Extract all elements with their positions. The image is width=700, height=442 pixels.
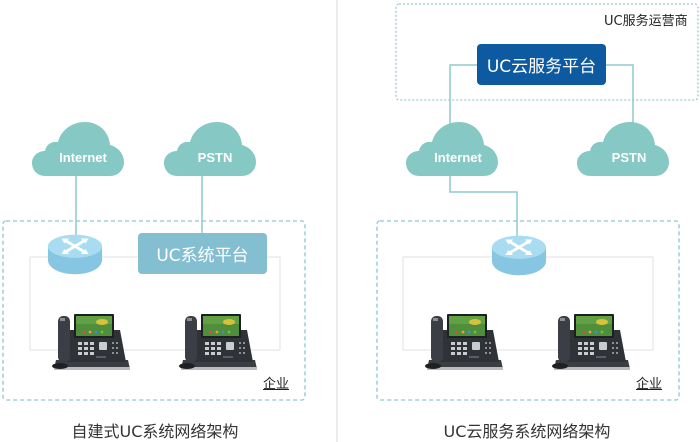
cloud-icon — [32, 122, 124, 176]
router-icon — [46, 233, 104, 276]
platform-pstn-link — [606, 64, 634, 128]
cloud-icon — [406, 122, 498, 176]
enterprise-boundary-left — [2, 220, 306, 401]
provider-label: UC服务运营商 — [604, 14, 688, 29]
cloud-label-internet-left: Internet — [59, 150, 107, 165]
router-icon — [490, 234, 548, 277]
uc-system-platform: UC系统平台 — [138, 233, 267, 274]
ip-phone-icon — [425, 314, 503, 370]
cloud-label-pstn-left: PSTN — [197, 150, 233, 165]
caption-right: UC云服务系统网络架构 — [443, 422, 611, 441]
cloud-label-pstn-right: PSTN — [611, 150, 647, 165]
uc-system-platform-label: UC系统平台 — [156, 246, 249, 266]
enterprise-label-right: 企业 — [636, 377, 663, 392]
platform-internet-link — [449, 64, 477, 128]
enterprise-boundary-right — [376, 220, 680, 401]
provider-boundary — [395, 3, 699, 101]
enterprise-label-left: 企业 — [263, 377, 290, 392]
cloud-label-internet-right: Internet — [434, 150, 482, 165]
ip-phone-icon — [552, 314, 630, 370]
internet-router-link-right — [449, 175, 518, 240]
ip-phone-icon — [52, 314, 130, 370]
cloud-icon — [164, 122, 256, 176]
cloud-icon — [577, 122, 669, 176]
caption-left: 自建式UC系统网络架构 — [71, 422, 239, 441]
uc-cloud-service-platform: UC云服务平台 — [477, 44, 606, 85]
uc-cloud-service-platform-label: UC云服务平台 — [486, 57, 597, 77]
ip-phone-icon — [179, 314, 257, 370]
